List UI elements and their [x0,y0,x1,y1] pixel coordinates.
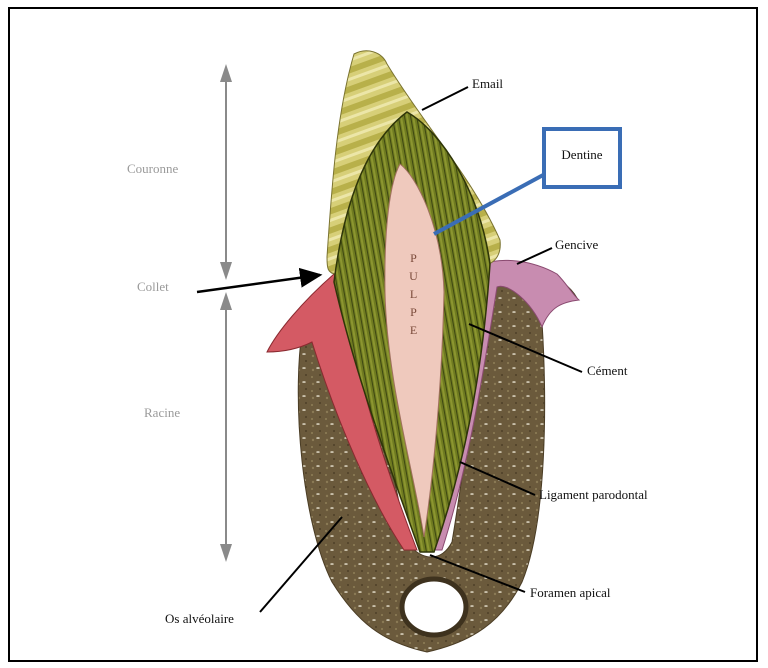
foramen-hole [402,579,466,635]
label-ligament: Ligament parodontal [539,487,648,502]
tooth-diagram: P U L P E Couronne Collet Racine Email G… [10,9,758,662]
label-dentine: Dentine [561,147,602,162]
racine-arrow-head-top [220,292,232,310]
label-gencive: Gencive [555,237,599,252]
label-collet: Collet [137,279,169,294]
figure-frame: P U L P E Couronne Collet Racine Email G… [8,7,758,662]
label-couronne: Couronne [127,161,179,176]
label-foramen: Foramen apical [530,585,611,600]
pulp-letter: E [410,323,418,337]
label-cement: Cément [587,363,628,378]
email-leader [422,87,468,110]
label-email: Email [472,76,503,91]
pulp-letter: P [410,305,418,319]
collet-arrow [197,275,320,292]
pulp-letter: L [410,287,418,301]
pulp-letter: U [409,269,419,283]
couronne-arrow-head-top [220,64,232,82]
gencive-leader [517,248,552,264]
racine-arrow-head-bottom [220,544,232,562]
label-os: Os alvéolaire [165,611,234,626]
pulp-letter: P [410,251,418,265]
label-racine: Racine [144,405,180,420]
couronne-arrow-head-bottom [220,262,232,280]
